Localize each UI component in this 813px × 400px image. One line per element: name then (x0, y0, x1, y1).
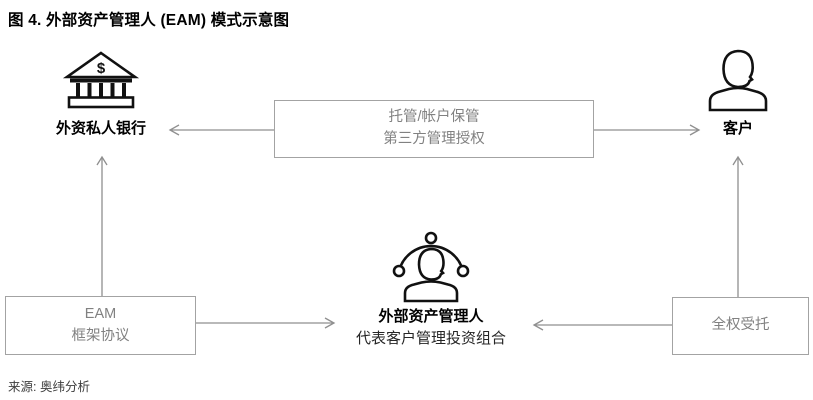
source-note: 来源: 奥纬分析 (8, 380, 90, 394)
client-label: 客户 (722, 120, 754, 137)
eam-label: 外部资产管理人 (378, 308, 484, 325)
arrow-custody-to-bank (168, 124, 274, 136)
eam-framework-box: EAM 框架协议 (5, 296, 196, 355)
custody-box-line2: 第三方管理授权 (383, 131, 485, 147)
figure-title: 图 4. 外部资产管理人 (EAM) 模式示意图 (8, 12, 290, 29)
arrow-framework-to-bank (96, 155, 108, 296)
custody-box-line1: 托管/帐户保管 (388, 109, 480, 126)
eam-framework-box-line1: EAM (84, 305, 117, 322)
bank-icon: $ (61, 50, 141, 110)
person-icon (706, 48, 770, 112)
custody-box: 托管/帐户保管 第三方管理授权 (274, 100, 594, 158)
bank-label: 外资私人银行 (55, 120, 147, 137)
bank-dollar-symbol: $ (97, 60, 106, 77)
person-network-icon (389, 229, 473, 303)
arrow-mandate-to-eam (532, 319, 672, 331)
arrow-mandate-to-client (732, 155, 744, 297)
eam-framework-box-line2: 框架协议 (71, 327, 130, 344)
eam-sublabel: 代表客户管理投资组合 (355, 330, 507, 347)
arrow-custody-to-client (594, 124, 701, 136)
arrow-framework-to-eam (196, 317, 336, 329)
mandate-box-line1: 全权受托 (711, 317, 770, 334)
mandate-box: 全权受托 (672, 297, 809, 355)
